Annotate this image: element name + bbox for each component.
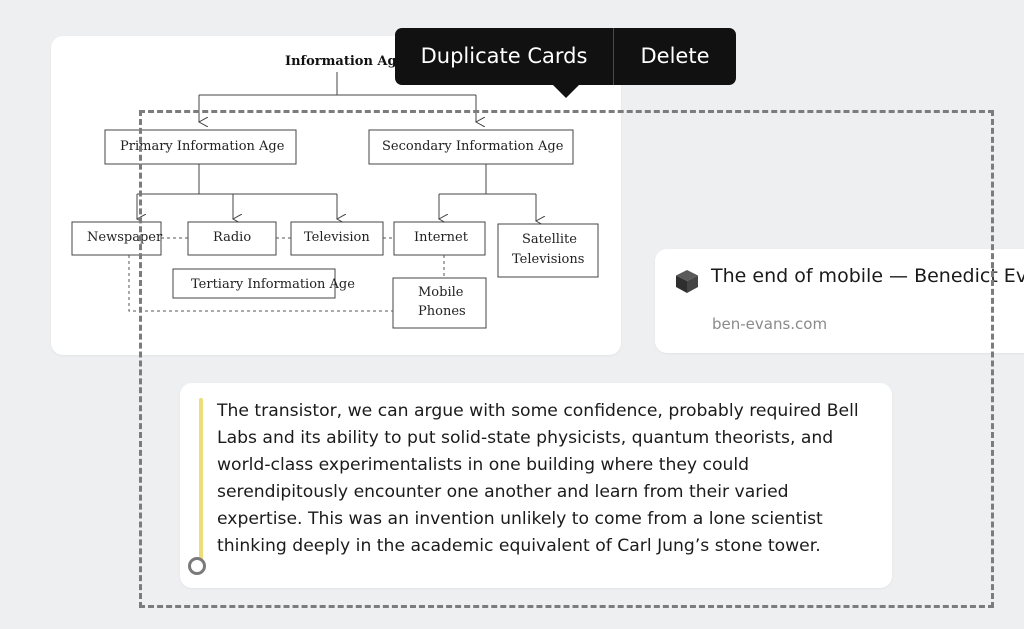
diagram-node-television: Television: [304, 230, 370, 245]
quote-accent-bar: [199, 398, 203, 566]
diagram-image-card[interactable]: Information Age Primary Information Age …: [51, 36, 621, 355]
quote-card[interactable]: The transistor, we can argue with some c…: [180, 383, 892, 588]
diagram-node-internet: Internet: [414, 230, 469, 245]
toolbar-pointer-arrow: [552, 84, 580, 98]
diagram-node-newspaper: Newspaper: [87, 230, 163, 245]
toolbar-divider: [613, 28, 614, 85]
quote-text: The transistor, we can argue with some c…: [217, 401, 859, 556]
information-age-diagram: Information Age Primary Information Age …: [71, 54, 599, 329]
diagram-node-satellite-line1: Satellite: [522, 232, 577, 247]
cube-icon: [674, 268, 700, 294]
context-toolbar: Duplicate Cards Delete: [395, 28, 736, 85]
link-card[interactable]: The end of mobile — Benedict Evans ben-e…: [655, 249, 1024, 353]
diagram-node-mobile-line1: Mobile: [418, 285, 464, 300]
diagram-node-primary: Primary Information Age: [120, 139, 285, 154]
diagram-node-secondary: Secondary Information Age: [382, 139, 564, 154]
delete-button[interactable]: Delete: [640, 44, 710, 68]
diagram-node-satellite-line2: Televisions: [512, 252, 584, 267]
duplicate-cards-button[interactable]: Duplicate Cards: [420, 44, 588, 68]
diagram-node-mobile-line2: Phones: [418, 304, 466, 319]
link-title[interactable]: The end of mobile — Benedict Evans: [711, 265, 1024, 287]
diagram-title: Information Age: [285, 54, 405, 69]
link-domain: ben-evans.com: [712, 315, 828, 333]
diagram-node-tertiary: Tertiary Information Age: [191, 277, 355, 292]
connection-handle[interactable]: [188, 557, 206, 575]
diagram-node-radio: Radio: [213, 230, 251, 245]
